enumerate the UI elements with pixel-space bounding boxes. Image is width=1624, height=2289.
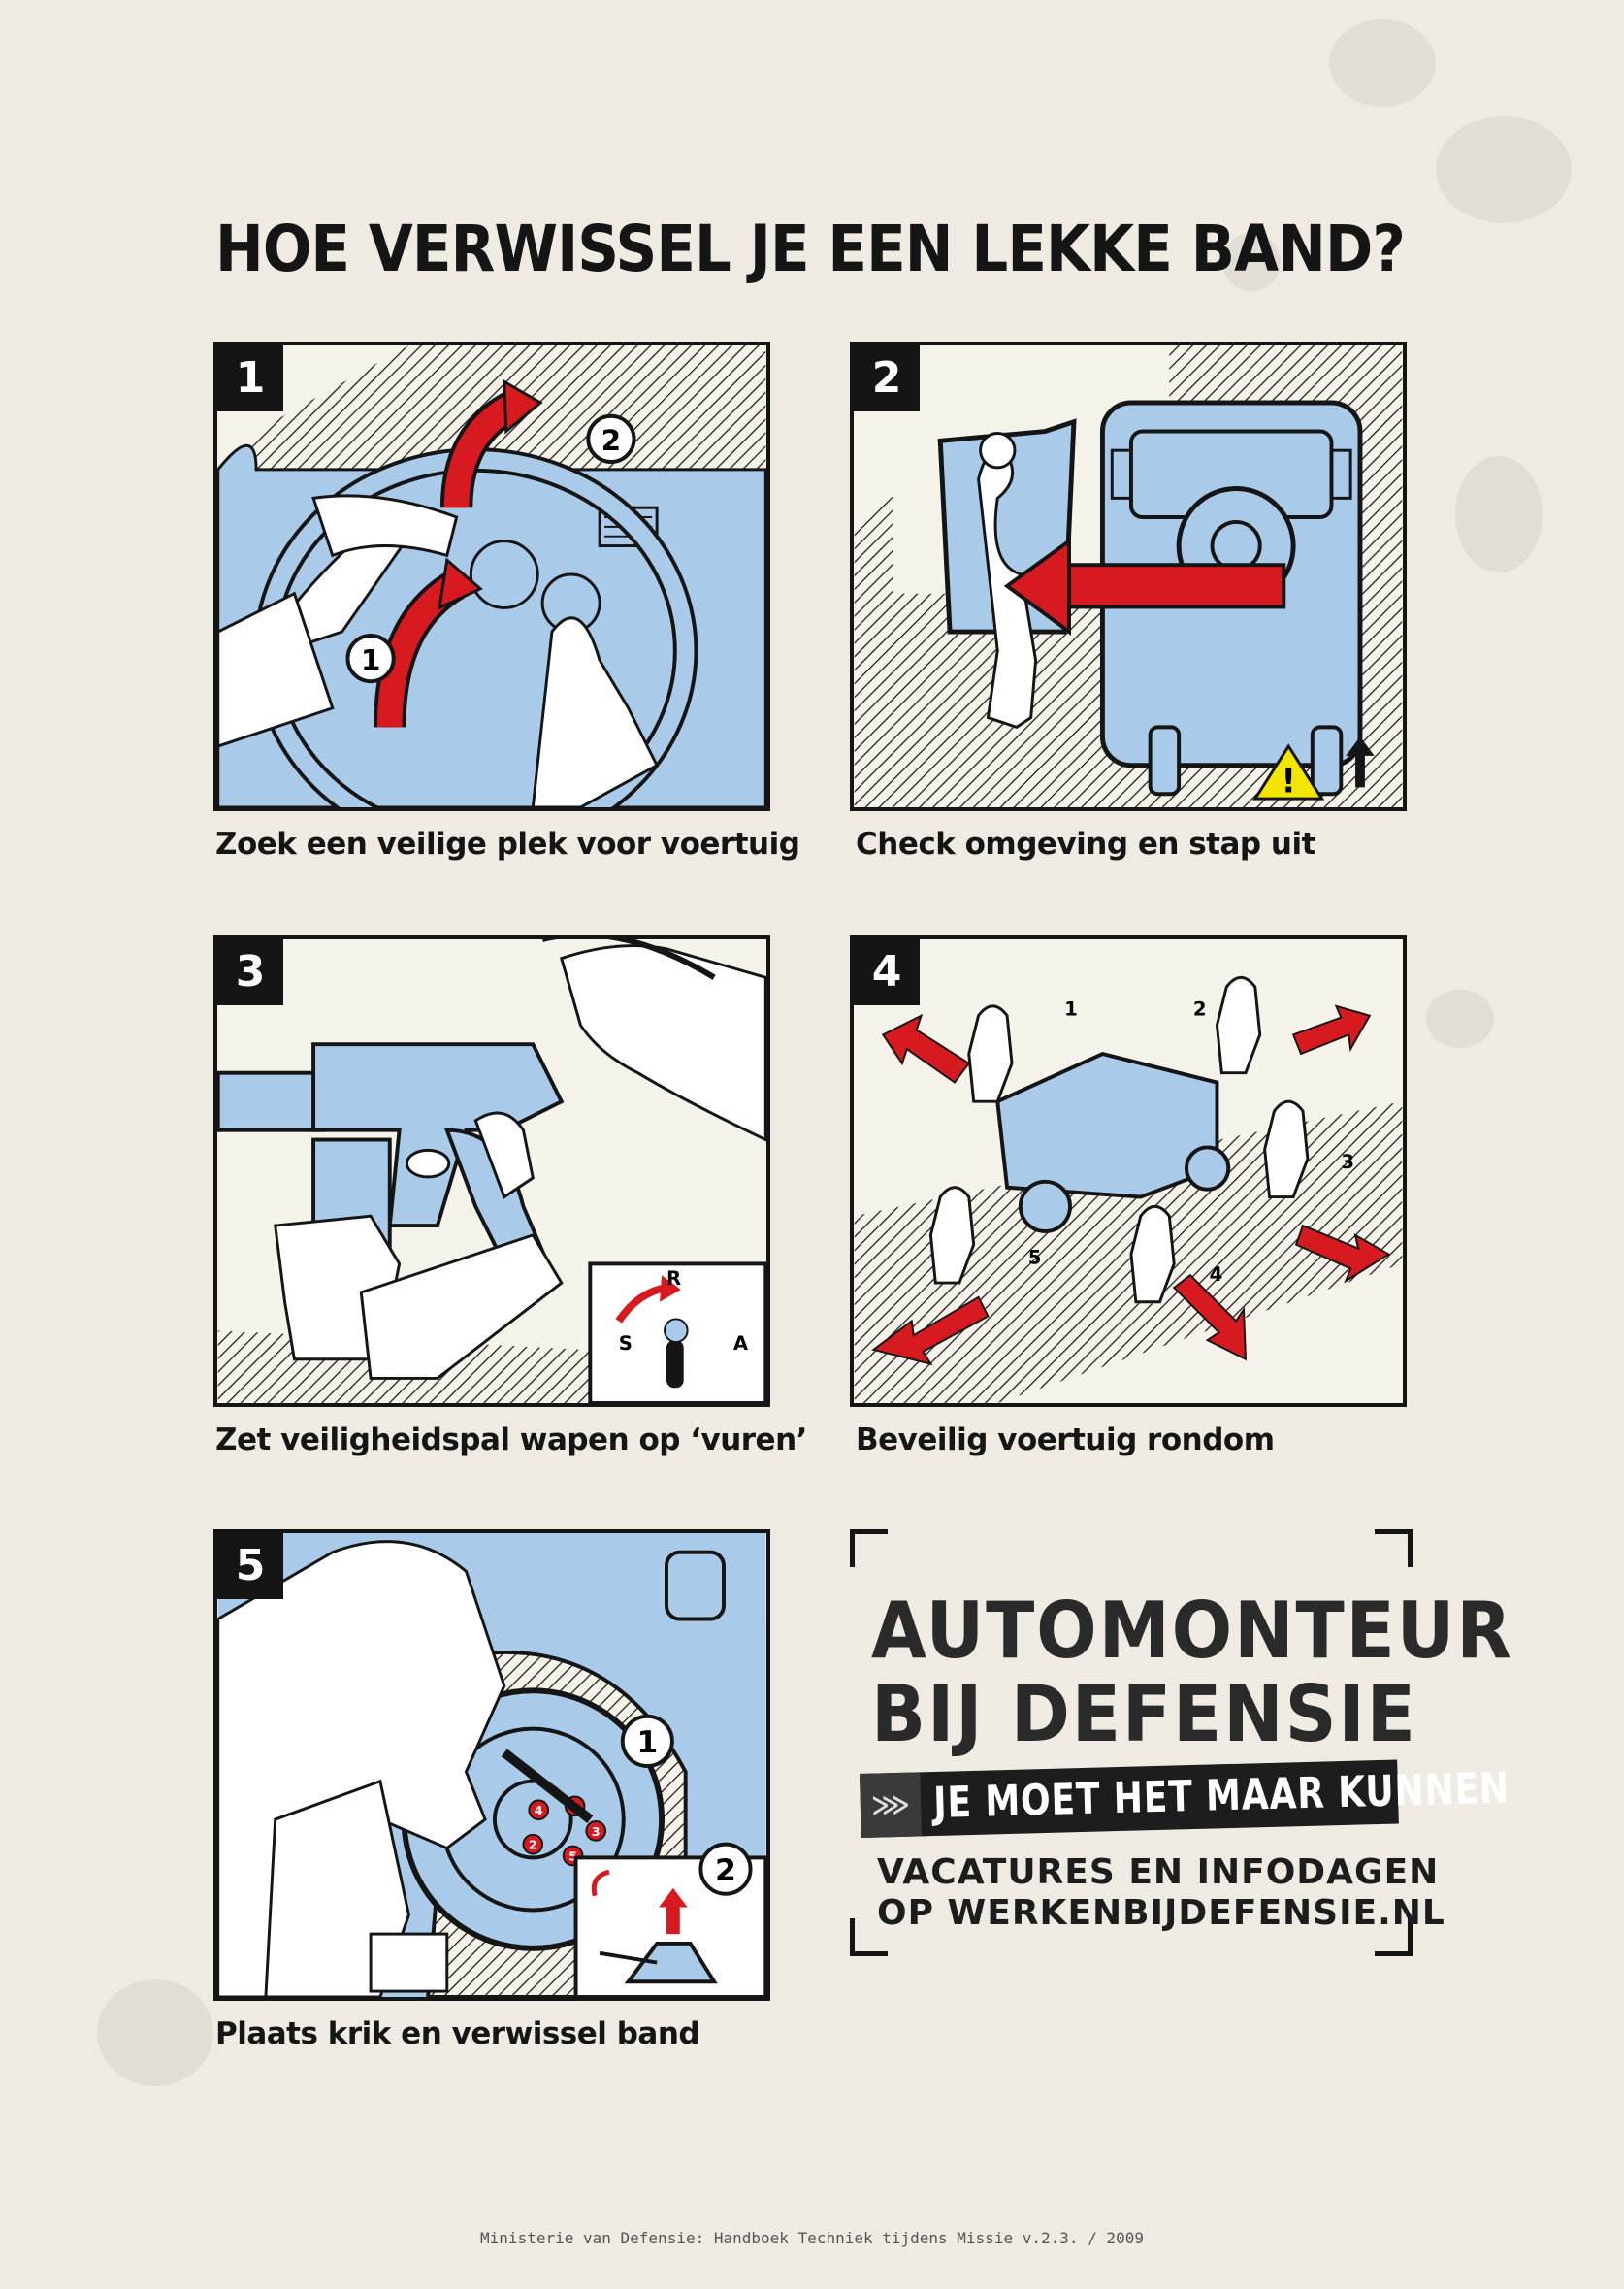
step-4-caption: Beveilig voertuig rondom <box>856 1422 1275 1457</box>
step-4-panel: 1 2 3 4 5 4 <box>850 935 1407 1407</box>
promo-line-website[interactable]: OP WERKENBIJDEFENSIE.NL <box>877 1893 1445 1933</box>
step-1-caption: Zoek een veilige plek voor voertuig <box>215 827 800 862</box>
bolt-label: 2 <box>529 1839 537 1853</box>
rifle-safety-illustration: S R A <box>217 939 766 1403</box>
callout-2: 2 <box>601 424 622 457</box>
soldier-label: 1 <box>1064 998 1078 1021</box>
soldier-label: 3 <box>1341 1151 1354 1173</box>
page-title: HOE VERWISSEL JE EEN LEKKE BAND? <box>215 212 1406 286</box>
soldier-label: 4 <box>1210 1263 1223 1286</box>
callout-1: 1 <box>636 1725 658 1760</box>
selector-label-r: R <box>666 1267 681 1290</box>
chevron-rank-icon: ⋙ <box>860 1772 923 1838</box>
step-3-caption: Zet veiligheidspal wapen op ‘vuren’ <box>215 1422 807 1457</box>
callout-1: 1 <box>361 643 381 676</box>
step-5-panel: 1 2 3 4 5 1 2 5 <box>213 1529 770 2001</box>
warning-icon: ! <box>1282 762 1296 800</box>
promo-line-vacatures: VACATURES EN INFODAGEN <box>877 1852 1440 1892</box>
soldier-label: 5 <box>1028 1246 1042 1268</box>
frame-corner <box>1375 1529 1413 1567</box>
step-2-panel: ! 2 <box>850 342 1407 811</box>
selector-label-s: S <box>619 1332 633 1355</box>
stain <box>97 1979 213 2086</box>
slogan-banner: ⋙ JE MOET HET MAAR KUNNEN <box>860 1759 1510 1838</box>
stain <box>1455 456 1543 572</box>
step-3-panel: S R A 3 <box>213 935 770 1407</box>
recruitment-promo: AUTOMONTEUR BIJ DEFENSIE ⋙ JE MOET HET M… <box>850 1529 1511 1956</box>
step-2-caption: Check omgeving en stap uit <box>856 827 1315 862</box>
step-number: 1 <box>217 345 283 411</box>
steering-wheel-illustration: 1 2 <box>217 345 766 807</box>
frame-corner <box>1375 1918 1413 1956</box>
perimeter-security-illustration: 1 2 3 4 5 <box>854 975 1403 1403</box>
jack-and-wheel-illustration: 1 2 3 4 5 1 2 <box>217 1533 766 1997</box>
stain <box>1436 116 1572 223</box>
exit-vehicle-illustration: ! <box>854 345 1403 807</box>
callout-2: 2 <box>715 1853 736 1888</box>
footer-credit: Ministerie van Defensie: Handboek Techni… <box>480 2229 1144 2247</box>
promo-headline-1: AUTOMONTEUR <box>871 1586 1513 1676</box>
step-1-panel: 1 2 1 <box>213 342 770 811</box>
stain <box>1222 233 1281 291</box>
step-number: 4 <box>854 939 920 1005</box>
step-number: 5 <box>217 1533 283 1599</box>
selector-label-a: A <box>733 1332 749 1355</box>
stain <box>1426 990 1494 1048</box>
bolt-label: 3 <box>592 1825 601 1840</box>
bolt-label: 4 <box>535 1804 543 1818</box>
stain <box>1329 19 1436 107</box>
frame-corner <box>850 1918 888 1956</box>
step-5-caption: Plaats krik en verwissel band <box>215 2016 700 2051</box>
frame-corner <box>850 1529 888 1567</box>
soldier-label: 2 <box>1193 998 1207 1021</box>
slogan-text: JE MOET HET MAAR KUNNEN <box>932 1763 1510 1829</box>
step-number: 3 <box>217 939 283 1005</box>
bolt-label: 5 <box>568 1849 577 1864</box>
promo-headline-2: BIJ DEFENSIE <box>871 1669 1417 1759</box>
step-number: 2 <box>854 345 920 411</box>
